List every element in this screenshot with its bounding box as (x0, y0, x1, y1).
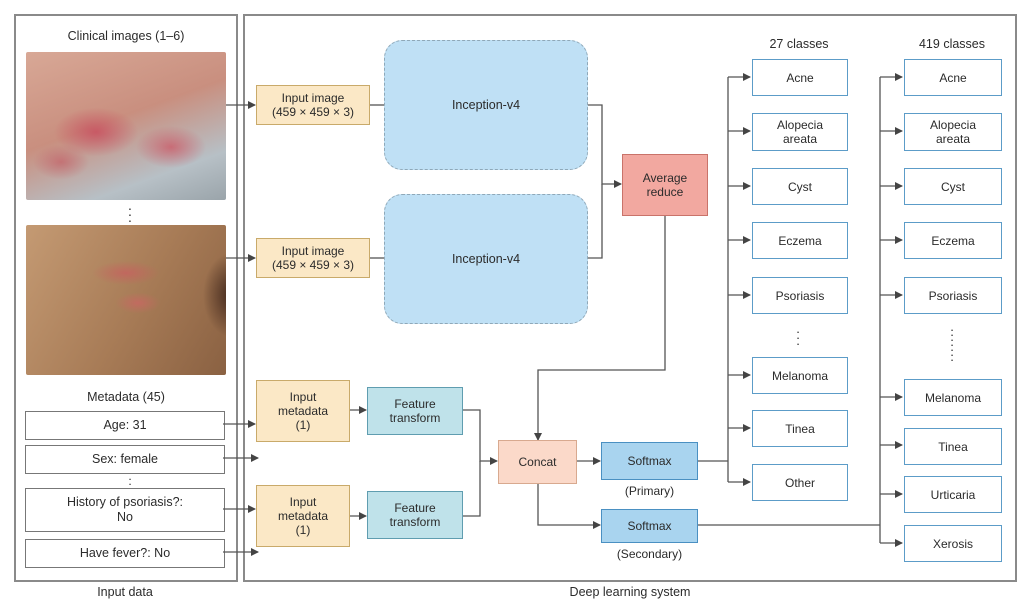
feature-transform-box-1: Feature transform (367, 387, 463, 435)
metadata-label: Metadata (45) (87, 390, 165, 404)
class419-psoriasis: Psoriasis (904, 277, 1002, 314)
image-ellipsis: ... (128, 197, 132, 225)
class27-other: Other (752, 464, 848, 501)
class27-tinea: Tinea (752, 410, 848, 447)
deep-learning-system-panel (243, 14, 1017, 582)
class419-tinea: Tinea (904, 428, 1002, 465)
class419-urticaria: Urticaria (904, 476, 1002, 513)
class419-alopecia-areata: Alopecia areata (904, 113, 1002, 151)
class419-xerosis: Xerosis (904, 525, 1002, 562)
metadata-ellipsis: ... (128, 469, 132, 493)
classes-419-header: 419 classes (918, 37, 985, 51)
deep-learning-system-label: Deep learning system (569, 585, 691, 599)
classes-27-header: 27 classes (769, 37, 829, 51)
clinical-image-2 (26, 225, 226, 375)
class27-cyst: Cyst (752, 168, 848, 205)
input-metadata-box-1: Input metadata (1) (256, 380, 350, 442)
class27-eczema: Eczema (752, 222, 848, 259)
class419-eczema: Eczema (904, 222, 1002, 259)
inception-v4-block-2: Inception-v4 (384, 194, 588, 324)
metadata-history-psoriasis: History of psoriasis?: No (25, 488, 225, 532)
input-image-box-2: Input image (459 × 459 × 3) (256, 238, 370, 278)
inception-v4-block-1: Inception-v4 (384, 40, 588, 170)
clinical-image-1 (26, 52, 226, 200)
input-image-box-1: Input image (459 × 459 × 3) (256, 85, 370, 125)
primary-caption: (Primary) (624, 484, 675, 498)
class27-acne: Acne (752, 59, 848, 96)
clinical-images-label: Clinical images (1–6) (67, 29, 185, 43)
class27-alopecia-areata: Alopecia areata (752, 113, 848, 151)
metadata-sex: Sex: female (25, 445, 225, 474)
class419-cyst: Cyst (904, 168, 1002, 205)
class419-melanoma: Melanoma (904, 379, 1002, 416)
metadata-fever: Have fever?: No (25, 539, 225, 568)
input-data-label: Input data (97, 585, 153, 599)
class419-acne: Acne (904, 59, 1002, 96)
secondary-caption: (Secondary) (616, 547, 683, 561)
softmax-secondary-box: Softmax (601, 509, 698, 543)
average-reduce-box: Average reduce (622, 154, 708, 216)
classes-27-ellipsis: ... (796, 321, 800, 348)
softmax-primary-box: Softmax (601, 442, 698, 480)
concat-box: Concat (498, 440, 577, 484)
class27-melanoma: Melanoma (752, 357, 848, 394)
classes-419-ellipsis: ....... (950, 319, 954, 364)
class27-psoriasis: Psoriasis (752, 277, 848, 314)
feature-transform-box-2: Feature transform (367, 491, 463, 539)
input-metadata-box-2: Input metadata (1) (256, 485, 350, 547)
metadata-age: Age: 31 (25, 411, 225, 440)
